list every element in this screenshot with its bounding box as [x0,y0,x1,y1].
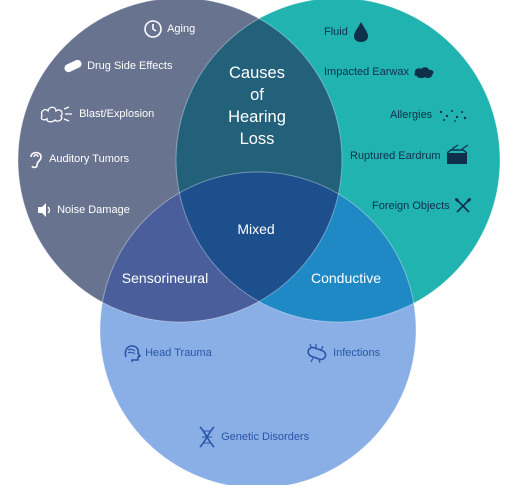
pollen-icon [440,110,467,122]
pill-icon [64,59,82,73]
title-line: of [250,86,264,104]
list-item: Head Trauma [122,343,212,363]
title-line: Causes [229,64,285,82]
ear-icon [30,151,42,169]
list-item: Noise Damage [36,202,130,218]
speaker-icon [38,203,51,217]
mixed-region-label: Mixed [237,221,275,237]
clock-icon [144,20,162,38]
cotton-swab-icon [454,198,471,213]
dna-icon [199,426,215,448]
list-item: Aging [142,18,195,40]
list-item: Ruptured Eardrum [350,144,470,168]
drum-icon [446,144,468,164]
head-icon [124,345,142,362]
explosion-icon [40,106,72,123]
earwax-icon [414,67,434,79]
sensorineural-region-label: Sensorineural [121,270,209,286]
title-line: Hearing [228,108,286,126]
list-item: Fluid [324,20,371,44]
diagram-title: Causes of Hearing Loss [212,62,302,150]
list-item: Drug Side Effects [62,58,172,74]
list-item: Auditory Tumors [26,148,129,170]
conductive-region-label: Conductive [310,270,382,286]
list-item: Genetic Disorders [196,425,309,449]
list-item: Foreign Objects [372,196,473,216]
list-item: Blast/Explosion [38,104,154,124]
list-item: Impacted Earwax [324,64,436,80]
germ-icon [307,343,327,363]
title-line: Loss [239,130,275,148]
droplet-icon [353,22,368,42]
list-item: Infections [304,343,380,363]
list-item: Allergies [390,106,469,124]
